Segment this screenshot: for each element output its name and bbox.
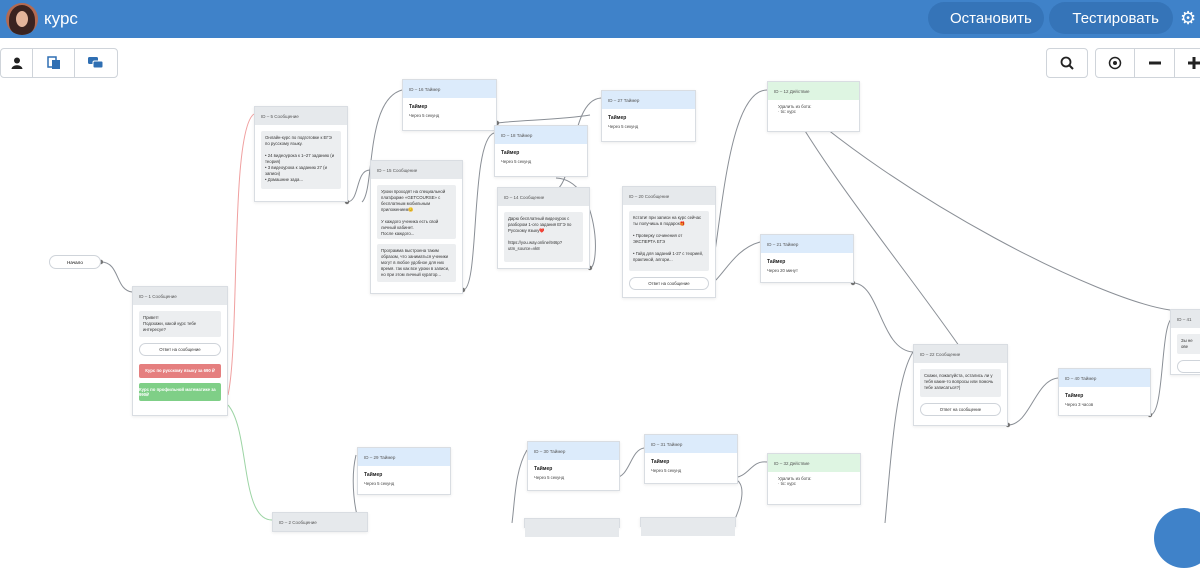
bot-title: курс <box>44 9 78 28</box>
timer-delay: Через 5 секунд <box>409 113 440 118</box>
node-header: ID – 22 Сообщение <box>914 345 1007 363</box>
node-header: ID – 31 Таймер <box>645 435 737 453</box>
timer-title: Таймер <box>364 472 383 478</box>
node-header: ID – 12 Действие <box>768 82 859 100</box>
message-text: Зы не ове <box>1177 334 1200 354</box>
message-text: Скажи, пожалуйста, остались ли у тебя ка… <box>920 369 1001 397</box>
flow-connections <box>98 89 1174 523</box>
quick-reply-russian[interactable]: Курс по русскому языку за 690 ₽ <box>139 364 221 378</box>
message-node[interactable] <box>524 518 620 537</box>
message-node[interactable]: ID – 15 Сообщение Уроки проходят на спец… <box>370 160 463 294</box>
timer-delay: Через 5 секунд <box>608 124 639 129</box>
node-header <box>641 518 735 536</box>
timer-title: Таймер <box>767 259 786 265</box>
avatar[interactable] <box>6 3 38 35</box>
stop-button[interactable]: Остановить <box>928 2 1044 34</box>
node-header: ID – 18 Таймер <box>495 126 587 144</box>
message-node[interactable] <box>640 517 736 536</box>
reply-button[interactable]: Ответ на сообщение <box>629 277 709 290</box>
target-icon[interactable] <box>1096 49 1136 77</box>
search-group <box>1046 48 1088 78</box>
copy-icon[interactable] <box>33 49 75 77</box>
message-text: Привет! Подскажи, какой курс тебе интере… <box>139 311 221 337</box>
timer-title: Таймер <box>534 466 553 472</box>
message-node[interactable]: ID – 20 Сообщение Кстати! при записи на … <box>622 186 716 298</box>
add-node-button[interactable] <box>1154 508 1200 568</box>
timer-delay: Через 5 секунд <box>364 481 395 486</box>
start-label: Начало <box>67 259 83 265</box>
timer-delay: Через 5 секунд <box>651 468 682 473</box>
timer-delay: Через 5 секунд <box>501 159 532 164</box>
node-header <box>525 519 619 537</box>
message-text: Онлайн-курс по подготовке к ЕГЭ по русск… <box>261 131 341 189</box>
node-header: ID – 27 Таймер <box>602 91 695 109</box>
timer-title: Таймер <box>651 459 670 465</box>
message-text: Программа выстроена таким образом, что з… <box>377 244 456 282</box>
node-header: ID – 21 Таймер <box>761 235 853 253</box>
action-line: Удалить из бота: <box>778 104 812 109</box>
node-header: ID – 32 Действие <box>768 454 860 472</box>
quick-reply-math[interactable]: Курс по профильной математике за 990₽ <box>139 383 221 401</box>
send-icon <box>1064 17 1065 19</box>
node-header: ID – 40 Таймер <box>1059 369 1150 387</box>
message-text: Уроки проходят на специальной платформе … <box>377 185 456 239</box>
test-button-label: Тестировать <box>1072 9 1159 27</box>
timer-title: Таймер <box>409 104 428 110</box>
node-header: ID – 1 Сообщение <box>133 287 227 305</box>
chat-icon[interactable] <box>75 49 117 77</box>
reply-button[interactable] <box>1177 360 1200 373</box>
action-node[interactable]: ID – 32 Действие Удалить из бота:· tic: … <box>767 453 861 505</box>
reply-button[interactable]: Ответ на сообщение <box>920 403 1001 416</box>
action-node[interactable]: ID – 12 Действие Удалить из бота:· tic: … <box>767 81 860 132</box>
message-node[interactable]: ID – 41 Зы не ове <box>1170 309 1200 375</box>
action-tag: · tic: курс <box>778 109 796 114</box>
message-node[interactable]: ID – 14 Сообщение Дарю бесплатный видеоу… <box>497 187 590 269</box>
test-button[interactable]: Тестировать <box>1049 2 1173 34</box>
zoom-in-icon[interactable] <box>1175 49 1200 77</box>
zoom-out-icon[interactable] <box>1135 49 1175 77</box>
node-header: ID – 16 Таймер <box>403 80 496 98</box>
message-text: Кстати! при записи на курс сейчас ты пол… <box>629 211 709 271</box>
zoom-group <box>1095 48 1200 78</box>
user-icon[interactable] <box>1 49 34 77</box>
search-icon[interactable] <box>1047 49 1087 77</box>
timer-delay: Через 20 минут <box>767 268 798 273</box>
node-header: ID – 14 Сообщение <box>498 188 589 206</box>
stop-button-label: Остановить <box>950 9 1032 27</box>
top-bar: курс Остановить Тестировать ⚙ <box>0 0 1200 38</box>
node-header: ID – 41 <box>1171 310 1200 328</box>
message-node[interactable]: ID – 1 Сообщение Привет! Подскажи, какой… <box>132 286 228 416</box>
node-header: ID – 29 Таймер <box>358 448 450 466</box>
start-node[interactable]: Начало <box>49 255 101 269</box>
timer-title: Таймер <box>1065 393 1084 399</box>
timer-title: Таймер <box>501 150 520 156</box>
action-line: Удалить из бота: <box>778 476 812 481</box>
message-node[interactable]: ID – 22 Сообщение Скажи, пожалуйста, ост… <box>913 344 1008 426</box>
reply-button[interactable]: Ответ на сообщение <box>139 343 221 356</box>
message-text: Дарю бесплатный видеоурок с разбором 1-о… <box>504 212 583 262</box>
node-header: ID – 20 Сообщение <box>623 187 715 205</box>
node-header: ID – 30 Таймер <box>528 442 619 460</box>
action-tag: · tic: курс <box>778 481 796 486</box>
node-header: ID – 15 Сообщение <box>371 161 462 179</box>
timer-title: Таймер <box>608 115 627 121</box>
message-node[interactable]: ID – 2 Сообщение <box>272 512 368 532</box>
node-header: ID – 2 Сообщение <box>273 513 367 531</box>
timer-delay: Через 3 часов <box>1065 402 1094 407</box>
message-node[interactable]: ID – 5 Сообщение Онлайн-курс по подготов… <box>254 106 348 202</box>
gear-icon[interactable]: ⚙ <box>1180 8 1197 28</box>
timer-delay: Через 5 секунд <box>534 475 565 480</box>
node-header: ID – 5 Сообщение <box>255 107 347 125</box>
toolbar-left <box>0 48 118 78</box>
